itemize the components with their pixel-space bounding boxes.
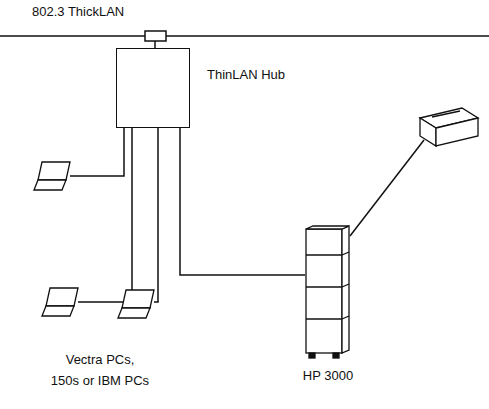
network-cable [180,128,305,275]
laptop-base [34,180,66,190]
laptop-icon [34,162,70,190]
hub-box: ThinLAN Hub [116,48,190,128]
cabinet-division [306,254,342,255]
node-label: ThinLAN Hub [207,67,285,83]
paper-slot [432,111,460,117]
cabinet-division [342,252,349,255]
printer-front [420,118,436,146]
node-label: HP 3000 [303,368,353,384]
cabinet-division [306,286,342,287]
cabinet-drawing [306,226,349,358]
thicklan-cable [0,35,489,37]
laptop-base [118,308,150,318]
cabinet-outline [305,225,351,360]
drop-cable [154,41,156,48]
computer-cabinet: HP 3000 [305,225,351,360]
laptop-screen [46,288,78,306]
transceiver [145,31,166,41]
pc-cable [154,128,158,302]
wires [0,36,489,302]
network-label: 802.3 ThickLAN [32,4,124,20]
pc-cable [70,128,124,176]
laptop-icon [118,290,154,318]
cabinet-top [306,226,349,229]
cabinet-foot [333,353,339,358]
laptop-base [42,306,74,316]
pc-group-label: Vectra PCs, 150s or IBM PCs [50,350,150,392]
laptop-screen [122,290,154,308]
cabinet-front [306,229,342,353]
cabinet-division [342,284,349,287]
printer-cable [350,140,424,236]
cabinet-division [306,318,342,319]
pc-cable [78,128,132,302]
printer-icon [420,108,478,146]
laptop-icon [42,288,78,316]
printer-side [436,118,478,146]
cabinet-side [342,226,349,353]
laptop-screen [38,162,70,180]
cabinet-foot [309,353,315,358]
cabinet-division [342,316,349,319]
